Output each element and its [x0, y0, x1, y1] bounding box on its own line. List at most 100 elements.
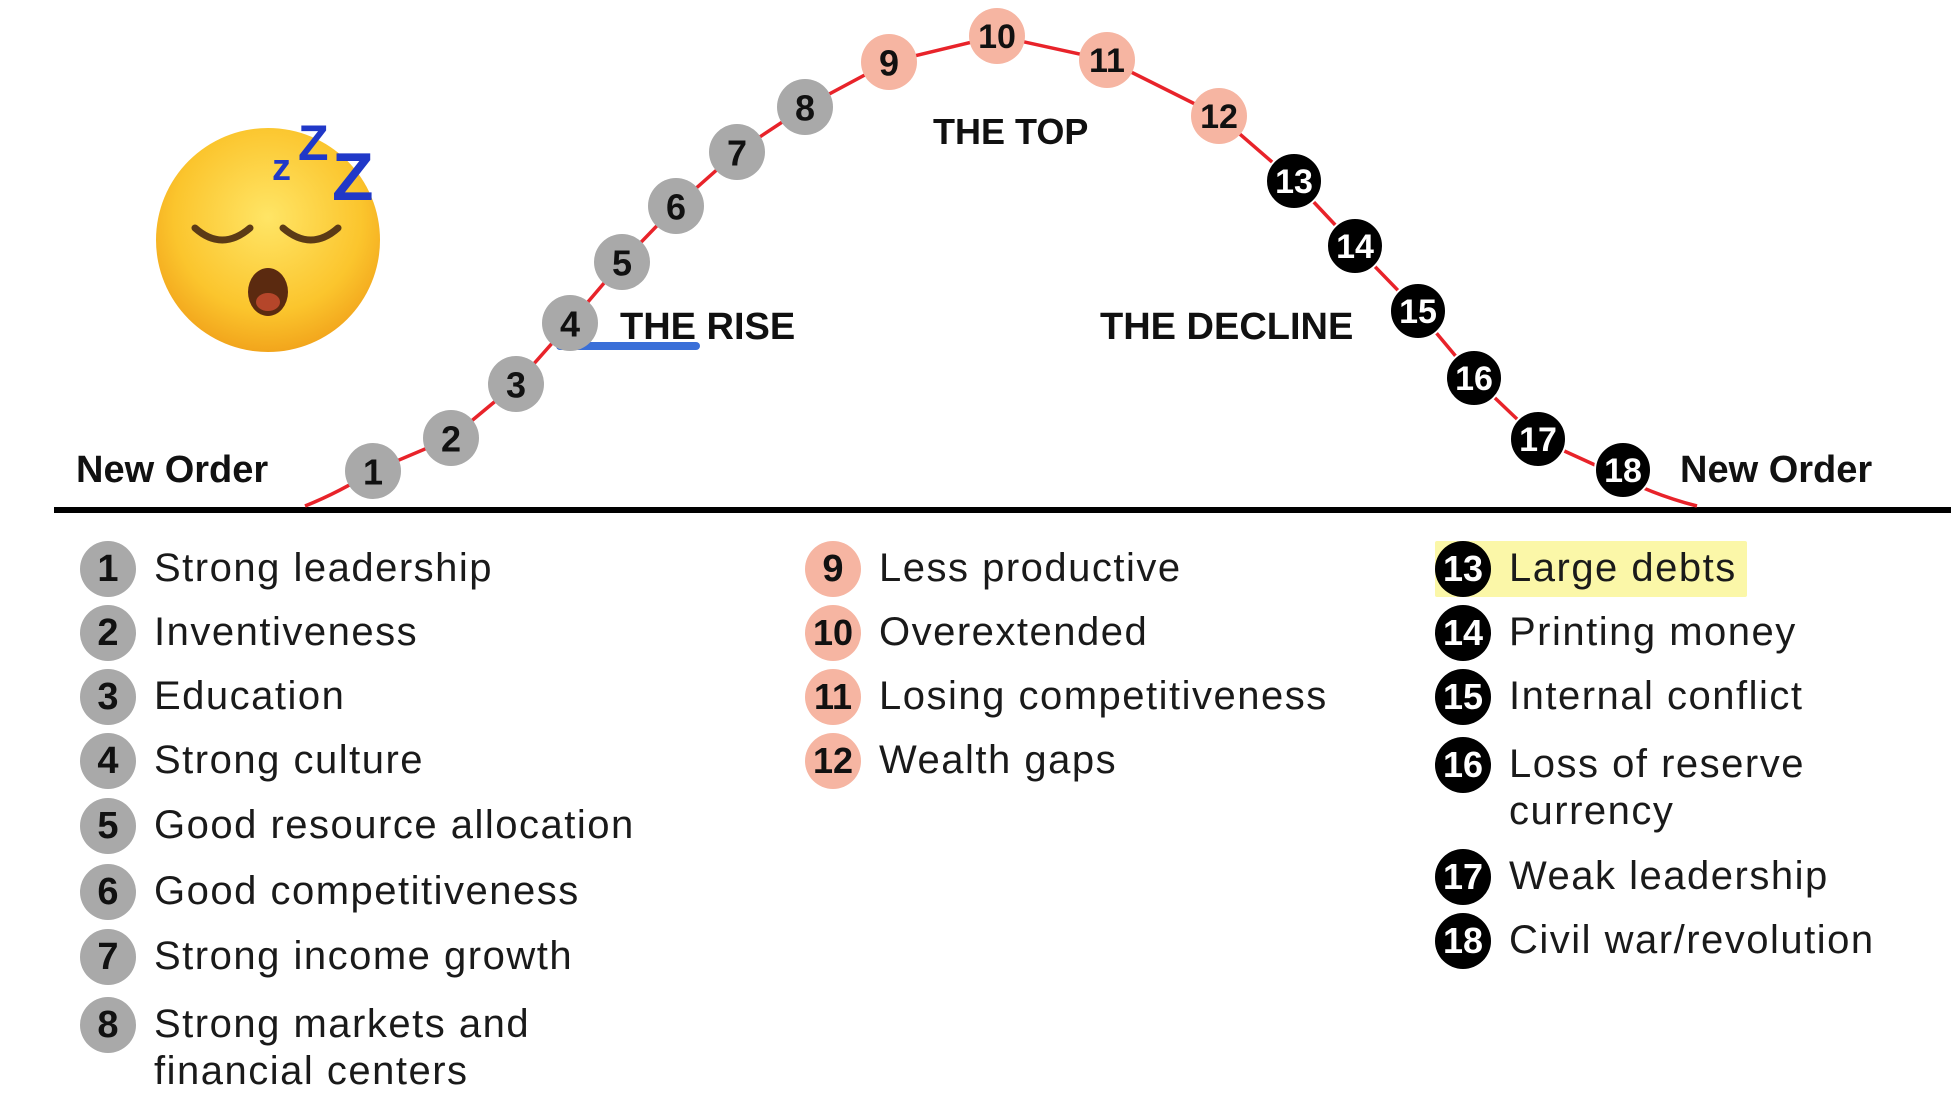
legend-badge: 11 — [805, 669, 861, 725]
curve-node-16: 16 — [1445, 349, 1503, 407]
curve-node-circle — [969, 8, 1025, 64]
legend-item-12: 12 Wealth gaps — [805, 733, 1117, 789]
curve-node-8: 8 — [777, 79, 833, 135]
curve-node-number: 12 — [1200, 98, 1238, 136]
legend-item-2: 2 Inventiveness — [80, 605, 418, 661]
curve-node-circle — [542, 295, 598, 351]
curve-node-17: 17 — [1509, 410, 1567, 468]
curve-node-1: 1 — [345, 443, 401, 499]
curve-node-9: 9 — [861, 34, 917, 90]
legend-item-18: 18 Civil war/revolution — [1435, 913, 1875, 969]
legend-text: Strong culture — [154, 738, 425, 782]
curve-node-number: 7 — [727, 133, 747, 174]
sleeping-face-icon: z Z Z — [156, 115, 380, 352]
right-new-order-label: New Order — [1680, 449, 1872, 491]
curve-node-number: 6 — [666, 187, 686, 228]
curve-node-circle — [488, 356, 544, 412]
curve-node-15: 15 — [1389, 282, 1447, 340]
legend-badge: 2 — [80, 605, 136, 661]
curve-node-13: 13 — [1265, 152, 1323, 210]
legend-text: Wealth gaps — [879, 738, 1118, 782]
legend-item-13: 13 Large debts — [1435, 541, 1747, 597]
svg-text:Z: Z — [298, 115, 329, 171]
legend-badge: 12 — [805, 733, 861, 789]
legend-badge: 15 — [1435, 669, 1491, 725]
curve-node-number: 1 — [363, 452, 383, 493]
legend-text: Good resource allocation — [154, 803, 635, 847]
legend-item-17: 17 Weak leadership — [1435, 849, 1829, 905]
curve-node-number: 13 — [1275, 163, 1313, 201]
legend-text: Losing competitiveness — [879, 674, 1328, 718]
curve-node-4: 4 — [542, 295, 598, 351]
decline-label: THE DECLINE — [1100, 306, 1353, 348]
legend-text: Internal conflict — [1509, 674, 1804, 718]
curve-node-18: 18 — [1594, 441, 1652, 499]
legend-text: Large debts — [1509, 546, 1737, 590]
legend-badge: 17 — [1435, 849, 1491, 905]
curve-node-circle — [648, 178, 704, 234]
legend-text: Good competitiveness — [154, 869, 580, 913]
curve-node-circle — [423, 410, 479, 466]
curve-node-7: 7 — [709, 124, 765, 180]
curve-node-circle — [1389, 282, 1447, 340]
legend-badge: 8 — [80, 997, 136, 1053]
curve-node-number: 4 — [560, 304, 580, 345]
left-new-order-label: New Order — [76, 449, 268, 491]
curve-node-number: 18 — [1604, 452, 1642, 490]
curve-node-circle — [345, 443, 401, 499]
legend-item-9: 9 Less productive — [805, 541, 1182, 597]
curve-node-number: 8 — [795, 88, 815, 129]
legend-text: Overextended — [879, 610, 1149, 654]
svg-text:Z: Z — [332, 139, 374, 215]
legend-badge: 1 — [80, 541, 136, 597]
curve-node-circle — [709, 124, 765, 180]
curve-node-number: 10 — [978, 18, 1016, 56]
curve-node-6: 6 — [648, 178, 704, 234]
legend-text: Weak leadership — [1509, 854, 1829, 898]
rise-label: THE RISE — [620, 306, 795, 348]
legend-item-14: 14 Printing money — [1435, 605, 1797, 661]
top-label: THE TOP — [933, 111, 1088, 152]
legend-item-3: 3 Education — [80, 669, 345, 725]
legend-item-11: 11 Losing competitiveness — [805, 669, 1328, 725]
legend-text: Civil war/revolution — [1509, 918, 1875, 962]
legend-badge: 4 — [80, 733, 136, 789]
curve-node-circle — [1191, 88, 1247, 144]
legend-item-4: 4 Strong culture — [80, 733, 424, 789]
curve-node-5: 5 — [594, 234, 650, 290]
legend-text: Education — [154, 674, 346, 718]
curve-node-10: 10 — [969, 8, 1025, 64]
legend-text: Strong leadership — [154, 546, 494, 590]
curve-node-circle — [1594, 441, 1652, 499]
legend-badge: 7 — [80, 929, 136, 985]
curve-node-circle — [861, 34, 917, 90]
curve-node-circle — [1445, 349, 1503, 407]
legend-badge: 9 — [805, 541, 861, 597]
legend-badge: 18 — [1435, 913, 1491, 969]
curve-node-circle — [1326, 217, 1384, 275]
legend-text: Less productive — [879, 546, 1182, 590]
curve-node-11: 11 — [1079, 32, 1135, 88]
curve-node-number: 14 — [1336, 228, 1374, 266]
curve-node-2: 2 — [423, 410, 479, 466]
legend-text: Printing money — [1509, 610, 1797, 654]
curve-node-number: 5 — [612, 243, 632, 284]
curve-node-number: 9 — [879, 43, 899, 84]
curve-node-circle — [777, 79, 833, 135]
legend-text: Loss of reserve currency — [1509, 742, 1805, 833]
curve-node-circle — [1079, 32, 1135, 88]
curve-node-number: 16 — [1455, 360, 1493, 398]
curve-node-number: 15 — [1399, 293, 1437, 331]
cycle-curve — [304, 34, 1698, 508]
legend-badge: 13 — [1435, 541, 1491, 597]
legend-text: Inventiveness — [154, 610, 419, 654]
legend-badge: 14 — [1435, 605, 1491, 661]
legend-badge: 3 — [80, 669, 136, 725]
